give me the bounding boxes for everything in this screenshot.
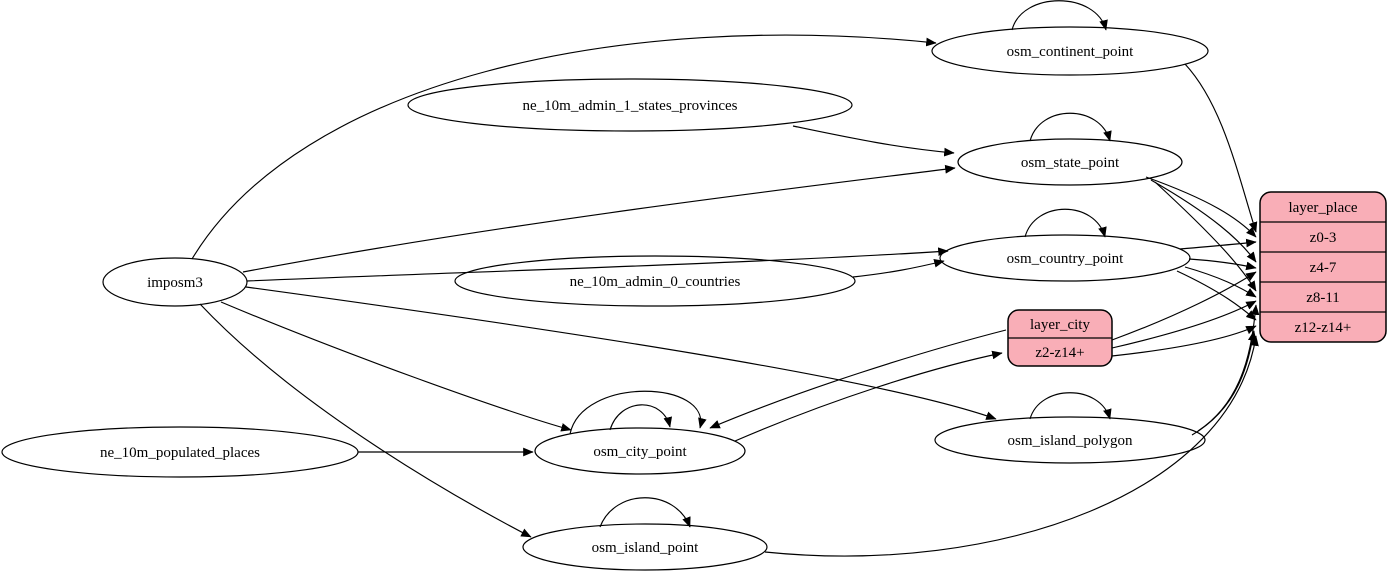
record-row-label-layer_city-0: layer_city bbox=[1030, 317, 1090, 333]
node-osm_state_point: osm_state_point bbox=[957, 138, 1183, 186]
node-shape-osm_city_point bbox=[534, 427, 746, 475]
node-shape-osm_island_point bbox=[522, 523, 768, 571]
node-label-ne_10m_admin_0_countries: ne_10m_admin_0_countries bbox=[570, 274, 741, 290]
node-shape-osm_island_polygon bbox=[934, 416, 1206, 464]
node-label-ne_10m_populated_places: ne_10m_populated_places bbox=[100, 445, 260, 461]
edge-osm_country_point-to-layer_place-z12-z14+ bbox=[1176, 270, 1257, 321]
record-row-label-layer_place-4: z12-z14+ bbox=[1295, 320, 1352, 336]
edge-osm_state_point-to-osm_state_point-self-loop bbox=[1029, 112, 1112, 142]
edge-ne_10m_admin_0_countries-to-osm_country_point bbox=[852, 259, 945, 278]
node-layer_place: layer_place z0-3 z4-7 z8-11 z12-z14+ bbox=[1259, 191, 1387, 343]
node-layer_city: layer_city z2-z14+ bbox=[1007, 309, 1113, 367]
edge-osm_continent_point-to-layer_place-z0-3 bbox=[1184, 63, 1258, 233]
node-label-ne_10m_admin_1_states_provinces: ne_10m_admin_1_states_provinces bbox=[523, 98, 738, 114]
edge-layer_city-to-layer_place-z4-7 bbox=[1111, 271, 1257, 341]
edge-osm_country_point-to-osm_country_point-self-loop bbox=[1024, 208, 1107, 238]
node-shape-ne_10m_admin_1_states_provinces bbox=[407, 78, 853, 132]
record-row-label-layer_place-1: z0-3 bbox=[1310, 230, 1337, 246]
node-label-osm_continent_point: osm_continent_point bbox=[1007, 44, 1134, 60]
edge-osm_state_point-to-layer_place-z0-3 bbox=[1145, 176, 1257, 238]
record-shape-layer_place bbox=[1259, 191, 1387, 343]
edge-osm_country_point-to-layer_place-z8-11 bbox=[1184, 266, 1257, 298]
edge-osm_city_point-to-osm_city_point-self-loop bbox=[569, 390, 707, 435]
edge-layer_city-to-layer_place-z12-z14+ bbox=[1111, 325, 1257, 357]
edge-osm_city_point-to-osm_city_point-self-loop bbox=[609, 404, 673, 431]
edge-layer_city-to-layer_place-z8-11 bbox=[1111, 300, 1257, 349]
node-label-imposm3: imposm3 bbox=[147, 275, 203, 291]
node-shape-imposm3 bbox=[102, 257, 248, 307]
edge-osm_country_point-to-layer_place-z0-3 bbox=[1179, 238, 1257, 250]
edge-imposm3-to-osm_country_point bbox=[246, 247, 949, 282]
node-shape-ne_10m_admin_0_countries bbox=[454, 255, 856, 307]
edge-imposm3-to-osm_island_point bbox=[199, 303, 532, 538]
node-label-osm_island_point: osm_island_point bbox=[592, 540, 700, 556]
node-osm_island_point: osm_island_point bbox=[522, 523, 768, 571]
record-row-label-layer_place-3: z8-11 bbox=[1306, 290, 1340, 306]
edge-osm_continent_point-to-osm_continent_point-self-loop bbox=[1011, 0, 1108, 31]
node-osm_continent_point: osm_continent_point bbox=[931, 26, 1209, 76]
edge-imposm3-to-osm_island_polygon bbox=[245, 286, 997, 420]
record-row-label-layer_place-0: layer_place bbox=[1288, 200, 1357, 216]
node-label-osm_city_point: osm_city_point bbox=[593, 444, 687, 460]
edge-osm_country_point-to-layer_place-z4-7 bbox=[1188, 258, 1257, 271]
node-imposm3: imposm3 bbox=[102, 257, 248, 307]
node-osm_island_polygon: osm_island_polygon bbox=[934, 416, 1206, 464]
edge-imposm3-to-osm_continent_point bbox=[191, 34, 937, 260]
record-row-label-layer_place-2: z4-7 bbox=[1310, 260, 1337, 276]
node-ne_10m_admin_0_countries: ne_10m_admin_0_countries bbox=[454, 255, 856, 307]
node-ne_10m_populated_places: ne_10m_populated_places bbox=[1, 426, 359, 478]
edge-layer_city-to-osm_city_point bbox=[709, 329, 1007, 429]
edge-imposm3-to-osm_state_point bbox=[242, 164, 956, 273]
node-shape-osm_continent_point bbox=[931, 26, 1209, 76]
edge-osm_island_polygon-to-osm_island_polygon-self-loop bbox=[1029, 392, 1112, 420]
edge-ne_10m_admin_1_states_provinces-to-osm_state_point bbox=[792, 125, 955, 157]
edge-osm_island_point-to-osm_island_point-self-loop bbox=[599, 497, 691, 528]
node-osm_city_point: osm_city_point bbox=[534, 427, 746, 475]
edge-osm_state_point-to-layer_place-z8-11 bbox=[1154, 181, 1257, 292]
node-shape-osm_country_point bbox=[939, 234, 1191, 282]
node-label-osm_island_polygon: osm_island_polygon bbox=[1007, 433, 1133, 449]
node-osm_country_point: osm_country_point bbox=[939, 234, 1191, 282]
edge-imposm3-to-osm_city_point bbox=[220, 301, 572, 432]
node-shape-osm_state_point bbox=[957, 138, 1183, 186]
record-row-label-layer_city-1: z2-z14+ bbox=[1035, 345, 1084, 361]
edge-osm_city_point-to-layer_city-z2-z14+ bbox=[734, 350, 1003, 442]
edge-osm_state_point-to-layer_place-z4-7 bbox=[1150, 179, 1257, 263]
node-ne_10m_admin_1_states_provinces: ne_10m_admin_1_states_provinces bbox=[407, 78, 853, 132]
node-label-osm_state_point: osm_state_point bbox=[1021, 155, 1120, 171]
edge-osm_island_point-to-layer_place-z12-z14+ bbox=[764, 335, 1259, 557]
node-label-osm_country_point: osm_country_point bbox=[1007, 251, 1124, 267]
